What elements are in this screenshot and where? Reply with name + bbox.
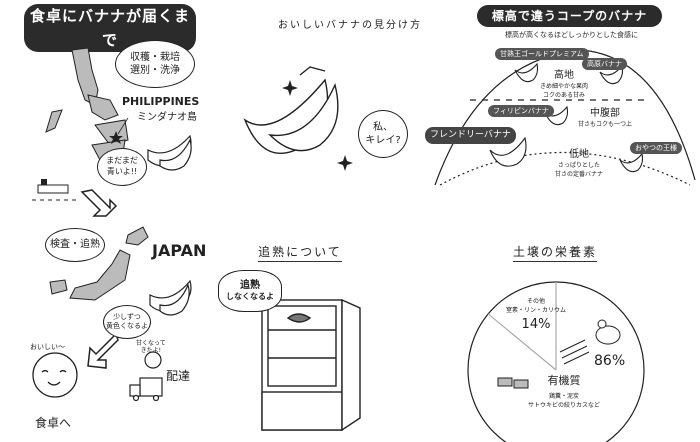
banana-bunch-icon	[489, 62, 644, 173]
chicken-icon	[595, 319, 621, 345]
ship-icon	[32, 179, 77, 201]
soil-title-text: 土壌の栄養素	[512, 245, 597, 262]
sweet-text-1: 甘くなって	[136, 340, 166, 347]
ripening-text-2: しなくなるよ	[226, 292, 274, 302]
tasty-label: おいしい〜	[30, 343, 65, 351]
slice-organic-labels: 有機質 鶏糞・泥炭 サトウキビの絞りカスなど	[528, 372, 600, 409]
green-text-1: まだまだ	[106, 156, 138, 166]
speech-text-1: 私、	[373, 121, 393, 133]
ripening-title: 追熟について	[255, 243, 345, 262]
zone-high-desc-2: コクのある甘み	[543, 92, 586, 99]
sugarcane-icon	[559, 339, 590, 365]
peat-blocks-icon	[497, 377, 529, 389]
label-friendly: フレンドリーバナナ	[425, 127, 516, 144]
child-avatar	[32, 352, 78, 398]
table-label: 食卓へ	[35, 416, 72, 430]
delivery-truck-icon	[129, 351, 163, 402]
slice-organic-sublabel-1: 鶏糞・泥炭	[549, 393, 580, 400]
inspection-text: 検査・追熟	[50, 239, 100, 251]
altitude-title: 標高で違うコープのバナナ	[477, 5, 662, 27]
arrow-down-right-icon	[80, 189, 118, 217]
banana-bunch-icon	[147, 134, 192, 316]
ripening-text-1: 追熟	[240, 279, 260, 291]
zone-high: 高地 きめ細やかな果肉 コクのある甘み	[540, 66, 588, 99]
ripening-bubble: 追熟 しなくなるよ	[218, 270, 282, 312]
ripening-title-text: 追熟について	[258, 245, 342, 262]
label-gold: 甘熟王ゴールドプレミアム	[495, 48, 589, 60]
japan-map	[49, 226, 149, 301]
slice-organic-label: 有機質	[547, 374, 581, 387]
japan-label: JAPAN	[152, 241, 207, 260]
label-highland: 高原バナナ	[582, 58, 627, 70]
zone-mid-desc: 甘さもコクも一つ上	[578, 121, 633, 128]
process-text-2: 選別・洗浄	[130, 65, 180, 76]
sweet-text-2: きたよ!	[140, 347, 162, 355]
slice-organic-value: 86%	[594, 353, 626, 369]
zone-high-desc-1: きめ細やかな果肉	[540, 83, 589, 90]
choose-title: おいしいバナナの見分け方	[278, 20, 422, 31]
smiling-banana-icon	[243, 66, 339, 154]
soil-title: 土壌の栄養素	[500, 243, 610, 262]
yellow-text-2: 黄色くなるよ	[106, 322, 148, 330]
zone-low-name: 低地	[569, 149, 589, 160]
slice-other-labels: その他 窒素・リン・カリウム 14%	[506, 296, 566, 332]
label-snack: おやつの王様	[630, 142, 682, 154]
zone-low-desc-1: さっぱりとした	[558, 162, 601, 169]
slice-other-label: その他	[527, 298, 546, 305]
pie-slice-boundary-1	[487, 313, 557, 371]
delivery-label: 配達	[166, 369, 191, 383]
altitude-subtitle: 標高が高くなるほどしっかりとした食感に	[505, 31, 638, 39]
slice-organic-sublabel-2: サトウキビの絞りカスなど	[528, 402, 601, 409]
mindanao-star	[109, 131, 123, 144]
label-philippine: フィリピンバナナ	[488, 105, 554, 117]
zone-low-desc-2: 甘さの定番バナナ	[555, 171, 604, 178]
slice-other-sublabel: 窒素・リン・カリウム	[506, 307, 567, 314]
yellow-text-1: 少しずつ	[113, 312, 141, 321]
inspection-bubble: 検査・追熟	[45, 228, 105, 262]
speech-text-2: キレイ?	[365, 135, 401, 146]
process-bubble: 収穫・栽培 選別・洗浄	[115, 40, 195, 88]
yellow-bubble: 少しずつ 黄色くなるよ	[103, 305, 151, 339]
zone-low: 低地 さっぱりとした 甘さの定番バナナ	[555, 145, 603, 178]
arrow-down-left-icon	[87, 332, 119, 369]
zone-mid: 中腹部 甘さもコクも一つ上	[578, 104, 632, 128]
slice-other-value: 14%	[521, 317, 551, 332]
green-bubble: まだまだ 青いよ!!	[97, 148, 147, 186]
country-label: PHILIPPINES	[122, 95, 200, 108]
sweet-note: 甘くなって きたよ!	[136, 340, 166, 354]
pretty-speech-bubble: 私、 キレイ?	[358, 110, 408, 158]
refrigerator-icon	[261, 298, 361, 432]
zone-mid-name: 中腹部	[590, 108, 620, 119]
zone-high-name: 高地	[554, 70, 574, 81]
process-text-1: 収穫・栽培	[130, 51, 180, 63]
sparkle-icon	[282, 80, 353, 171]
green-text-2: 青いよ!!	[106, 167, 138, 176]
delivery-title: 食卓にバナナが届くまで	[24, 4, 196, 52]
island-label: ミンダナオ島	[137, 112, 197, 123]
